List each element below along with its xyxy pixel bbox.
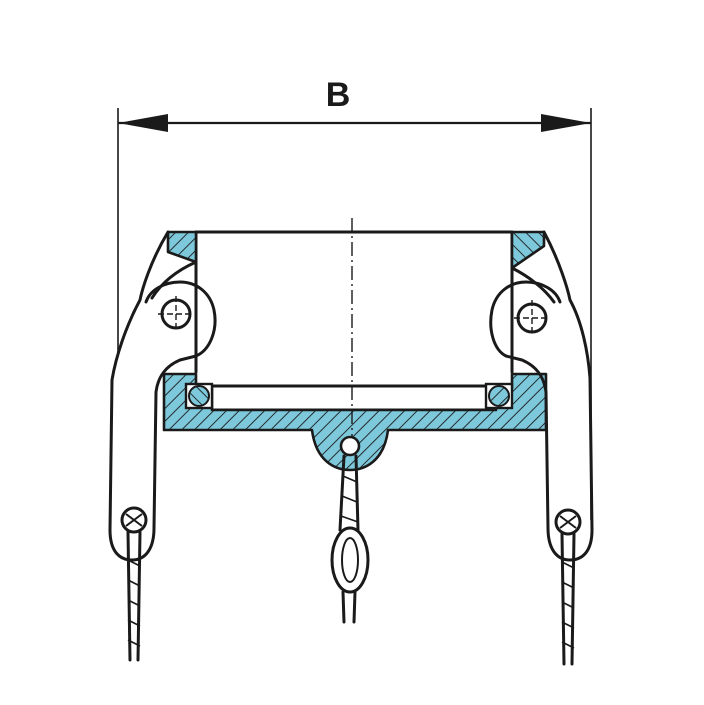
arrowhead-left	[118, 114, 168, 132]
lever-right-inner	[510, 266, 556, 304]
pivot-pin-icon	[554, 508, 582, 536]
pivot-pin-icon	[120, 506, 148, 534]
dimension-label: B	[326, 76, 351, 114]
chain-wire-lower	[341, 590, 357, 624]
pivot-pin-icon	[158, 296, 194, 332]
lip-right-section	[510, 230, 546, 270]
safety-wire-left	[126, 530, 142, 662]
coupler-body	[162, 218, 548, 472]
lever-left-outline	[108, 230, 217, 562]
safety-wire-left-twist	[127, 559, 141, 647]
lever-right-outline	[489, 230, 594, 562]
chain-wire-upper-twist	[340, 475, 359, 523]
safety-wire-right-twist	[561, 561, 575, 649]
dust-cap-chain	[330, 435, 370, 624]
arrowhead-right	[541, 114, 591, 132]
chain-link-icon	[339, 435, 361, 457]
pivot-pin-icon	[514, 300, 550, 336]
cam-lever-right	[489, 230, 594, 666]
o-ring-seal-icon	[184, 382, 214, 410]
chain-wire-upper	[338, 454, 360, 532]
o-ring-seal-icon	[484, 382, 514, 410]
lip-left-section	[166, 230, 198, 264]
chain-link-icon	[330, 526, 370, 594]
dimension-b: B	[117, 76, 592, 520]
cam-lever-left	[108, 230, 217, 662]
lever-left-inner	[150, 260, 198, 300]
